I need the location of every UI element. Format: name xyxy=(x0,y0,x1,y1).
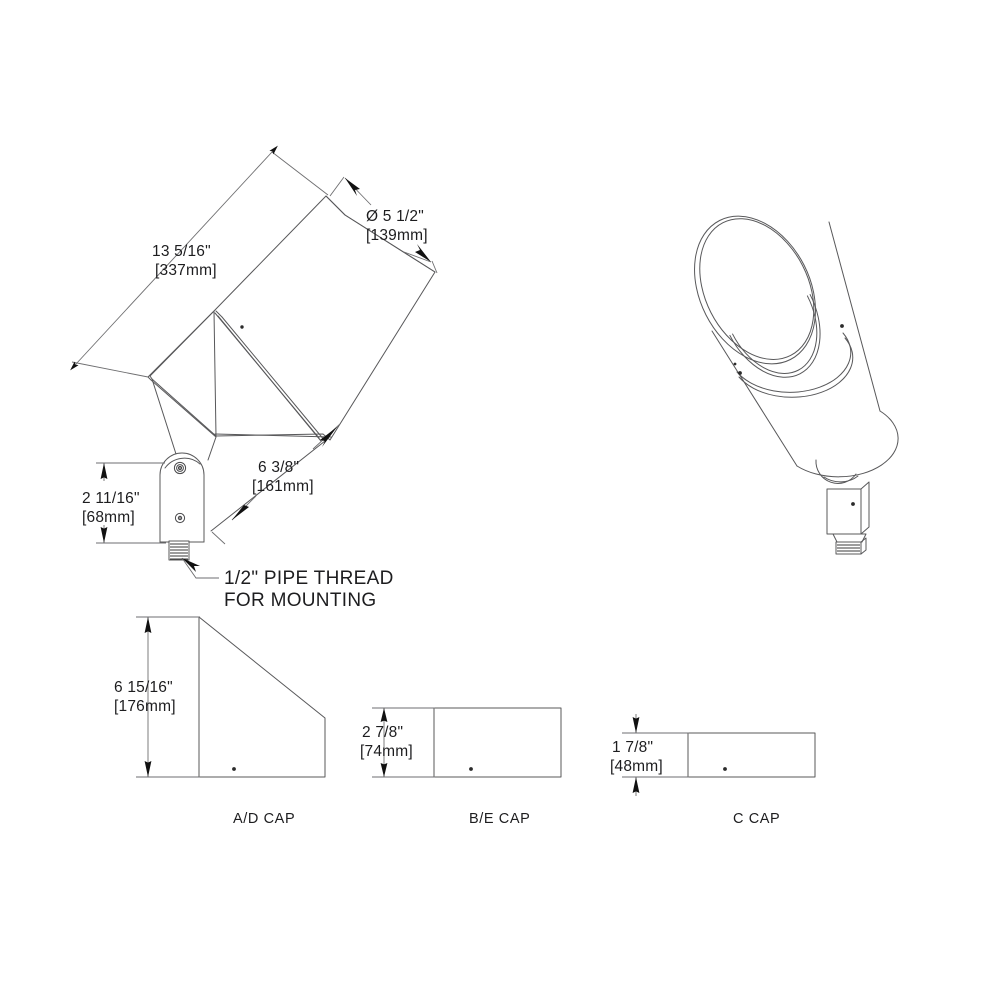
dim-barrel-diameter-imperial: Ø 5 1/2" xyxy=(366,208,424,225)
dimension-knuckle-height: 2 11/16" [68mm] xyxy=(82,462,166,544)
threaded-stem xyxy=(168,540,190,561)
dimension-barrel-length: 6 3/8" [161mm] xyxy=(211,423,341,545)
c-cap-label: C CAP xyxy=(733,811,780,827)
be-cap-view: 2 7/8" [74mm] B/E CAP xyxy=(360,707,562,827)
dim-be-cap-imperial: 2 7/8" xyxy=(362,724,403,741)
dimension-c-cap-height: 1 7/8" [48mm] xyxy=(610,714,689,796)
iso-knuckle xyxy=(815,459,859,484)
dim-c-cap-imperial: 1 7/8" xyxy=(612,739,653,756)
aperture-rim xyxy=(694,215,816,365)
dim-be-cap-metric: [74mm] xyxy=(360,743,413,760)
iso-threaded-stem xyxy=(832,533,867,555)
iso-mounting-block xyxy=(826,481,870,535)
dim-barrel-length-imperial: 6 3/8" xyxy=(258,459,299,476)
dimension-overall-length: 13 5/16" [337mm] xyxy=(70,145,329,378)
ad-cap-view: 6 15/16" [176mm] A/D CAP xyxy=(114,616,326,827)
ad-cap-label: A/D CAP xyxy=(233,811,295,827)
dimension-ad-cap-height: 6 15/16" [176mm] xyxy=(114,616,200,778)
isometric-fixture-view xyxy=(694,215,899,555)
be-cap-label: B/E CAP xyxy=(469,811,530,827)
pipe-thread-note-line2: FOR MOUNTING xyxy=(224,590,376,611)
c-cap-view: 1 7/8" [48mm] C CAP xyxy=(610,714,816,827)
pipe-thread-note-line1: 1/2" PIPE THREAD xyxy=(224,568,394,589)
dim-c-cap-metric: [48mm] xyxy=(610,758,663,775)
dim-ad-cap-imperial: 6 15/16" xyxy=(114,679,173,696)
iso-barrel-body xyxy=(711,221,899,478)
dim-barrel-diameter-metric: [139mm] xyxy=(366,227,428,244)
knuckle-assembly xyxy=(159,452,205,543)
dim-overall-length-metric: [337mm] xyxy=(155,262,217,279)
dim-knuckle-height-metric: [68mm] xyxy=(82,509,135,526)
inner-shroud-ellipse xyxy=(729,294,821,378)
fixture-shroud xyxy=(147,310,326,442)
dim-barrel-length-metric: [161mm] xyxy=(252,478,314,495)
dimension-barrel-diameter: Ø 5 1/2" [139mm] xyxy=(329,176,438,274)
side-elevation-view: 13 5/16" [337mm] Ø 5 1/2" [139mm] 6 3/8"… xyxy=(70,145,438,611)
pipe-thread-callout: 1/2" PIPE THREAD FOR MOUNTING xyxy=(181,557,394,611)
dim-ad-cap-metric: [176mm] xyxy=(114,698,176,715)
dim-knuckle-height-imperial: 2 11/16" xyxy=(82,490,140,507)
dimension-be-cap-height: 2 7/8" [74mm] xyxy=(360,707,435,778)
dim-overall-length-imperial: 13 5/16" xyxy=(152,243,211,260)
